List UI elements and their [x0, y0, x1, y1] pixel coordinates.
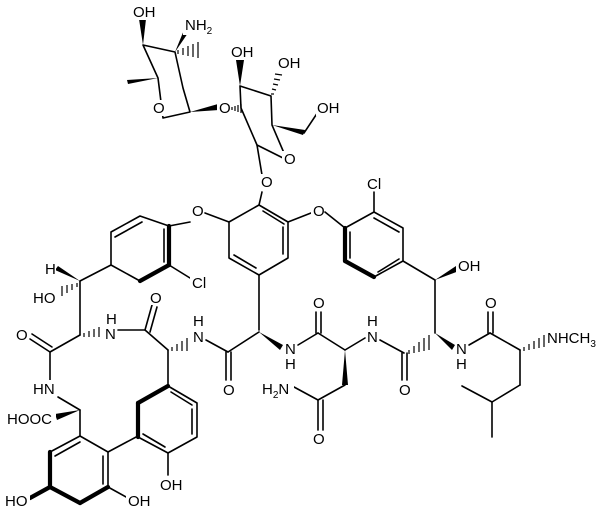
carboxylic-acid-label: HOOC: [7, 411, 52, 428]
hydroxyphenyl-ring: OH: [135, 349, 198, 494]
hydrogen-stereo-label: H: [45, 261, 56, 278]
glucose-sugar: OH OH OH O O: [230, 44, 340, 206]
central-aryl-ring: O O: [190, 203, 325, 331]
amide-nh2-label: N: [193, 329, 204, 346]
asparagine-oxygen-label: O: [313, 431, 325, 448]
aryl-glycoside-oxygen-label: O: [261, 174, 273, 191]
amide-oxygen-3-label: O: [223, 382, 235, 399]
amide-nh3-label: N: [285, 341, 296, 358]
hydroxyl-bottom-2-label: OH: [128, 493, 151, 510]
sugar2-ch2oh-label: OH: [317, 100, 340, 117]
chlorine-left-label: Cl: [192, 275, 206, 292]
ether-oxygen-right-label: O: [313, 203, 325, 220]
chlorine-right-label: Cl: [367, 176, 381, 193]
glycosidic-oxygen-label: O: [219, 100, 231, 117]
amide-nh1-label: N: [105, 326, 116, 343]
sugar1-ring-oxygen-label: O: [153, 100, 165, 117]
amide-nh3-h-label: H: [285, 356, 296, 373]
ether-oxygen-left-label: O: [192, 203, 204, 220]
vancosamine-sugar: OH NH2 O O: [127, 4, 231, 119]
n-methylamino-label: NHCH3: [547, 330, 596, 350]
sugar1-hydroxyl-label: OH: [133, 4, 156, 21]
peptide-backbone: O HN H N O H N: [14, 289, 600, 448]
amide-nh2-h-label: H: [193, 313, 204, 330]
left-chloroaryl-ring: Cl H HO: [32, 215, 210, 336]
amide-oxygen-5-label: O: [399, 382, 411, 399]
amide-oxygen-6-label: O: [485, 295, 497, 312]
amino-label: NH2: [185, 17, 213, 37]
amide-nh5-h-label: H: [456, 356, 467, 373]
amide-nh4-h-label: H: [367, 313, 378, 330]
amide-nh4-label: N: [367, 329, 378, 346]
amide-nh-left-label: HN: [33, 381, 55, 398]
hydroxyl-bottom-3-label: OH: [160, 477, 183, 494]
sugar2-hydroxyl-1-label: OH: [231, 44, 254, 61]
hydroxyl-bottom-1-label: HO: [5, 493, 28, 510]
amide-oxygen-2-label: O: [150, 290, 162, 307]
amide-oxygen-1-label: O: [16, 327, 28, 344]
right-chloroaryl-ring: Cl OH: [324, 175, 481, 334]
sugar2-ring-oxygen-label: O: [284, 151, 296, 168]
asparagine-amide-label: H2N: [262, 381, 289, 401]
dihydroxyphenyl-ring: HOOC HO OH: [4, 409, 152, 510]
hydroxyl-right-label: OH: [458, 258, 481, 275]
hydroxyl-left-label: HO: [33, 290, 56, 307]
sugar2-hydroxyl-2-label: OH: [278, 55, 301, 72]
amide-oxygen-4-label: O: [313, 295, 325, 312]
amide-nh1-h-label: H: [106, 311, 117, 328]
amide-nh5-label: N: [456, 341, 467, 358]
